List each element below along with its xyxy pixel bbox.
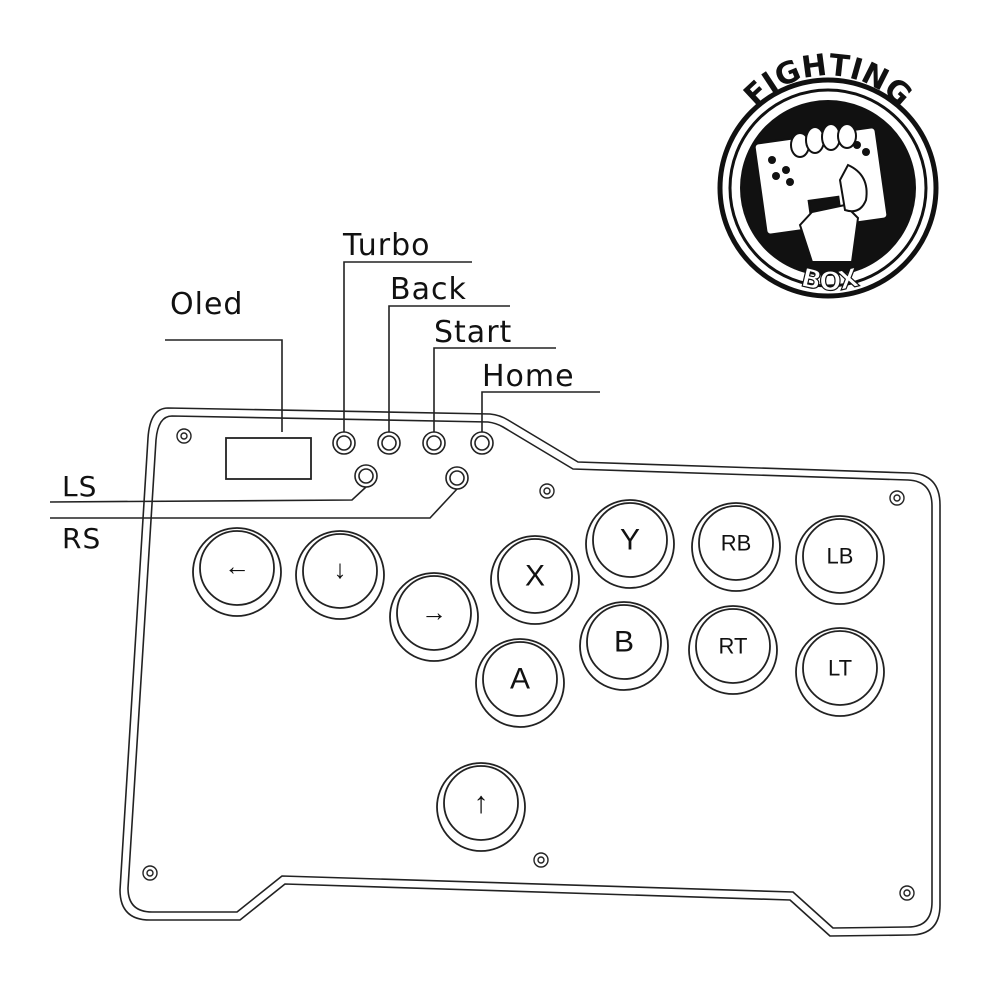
- lt-label: LT: [828, 656, 852, 681]
- lb-label: LB: [827, 544, 854, 569]
- function-buttons: [332, 431, 494, 490]
- turbo-label: Turbo: [342, 228, 431, 263]
- x-label: X: [525, 560, 545, 593]
- fighting-box-logo: FIGHTING BOX: [717, 48, 939, 299]
- rb-button[interactable]: RB: [691, 502, 781, 592]
- down-arrow-label: ↓: [334, 554, 347, 584]
- b-label: B: [614, 626, 634, 659]
- turbo-button[interactable]: [332, 431, 356, 455]
- x-button[interactable]: X: [490, 535, 580, 625]
- callout-lines: [49, 261, 600, 519]
- mounting-screws: [142, 428, 915, 901]
- home-button[interactable]: [470, 431, 494, 455]
- b-button[interactable]: B: [579, 601, 669, 691]
- turbo-leader: [343, 261, 472, 432]
- arcade-buttons: ← ↓ → ↑ X Y A B: [192, 499, 885, 852]
- rt-button[interactable]: RT: [688, 605, 778, 695]
- rb-label: RB: [721, 531, 752, 556]
- ls-label: LS: [62, 470, 97, 503]
- start-button[interactable]: [422, 431, 446, 455]
- screw: [899, 885, 915, 901]
- right-arrow-button[interactable]: →: [389, 572, 479, 662]
- home-leader: [481, 391, 600, 432]
- a-label: A: [510, 663, 530, 696]
- down-arrow-button[interactable]: ↓: [295, 530, 385, 620]
- oled-label: Oled: [170, 287, 243, 322]
- back-leader: [388, 305, 510, 432]
- ls-leader: [49, 486, 367, 503]
- logo-fist-icon: [753, 123, 889, 263]
- screw: [142, 865, 158, 881]
- up-arrow-button[interactable]: ↑: [436, 762, 526, 852]
- lb-button[interactable]: LB: [795, 515, 885, 605]
- a-button[interactable]: A: [475, 638, 565, 728]
- back-button[interactable]: [377, 431, 401, 455]
- y-button[interactable]: Y: [585, 499, 675, 589]
- screw: [533, 852, 549, 868]
- oled-screen: [225, 437, 312, 480]
- rs-label: RS: [62, 522, 101, 555]
- screw: [889, 490, 905, 506]
- screw: [539, 483, 555, 499]
- screw: [176, 428, 192, 444]
- oled-leader: [165, 339, 283, 432]
- left-arrow-label: ←: [224, 551, 250, 581]
- right-arrow-label: →: [421, 597, 447, 627]
- ls-button[interactable]: [354, 464, 378, 488]
- back-label: Back: [390, 272, 467, 307]
- rt-label: RT: [719, 634, 748, 659]
- controller-body: [119, 407, 941, 937]
- logo-bottom-text: BOX: [798, 263, 861, 297]
- rs-leader: [50, 488, 458, 519]
- left-arrow-button[interactable]: ←: [192, 527, 282, 617]
- y-label: Y: [620, 524, 640, 557]
- rs-button[interactable]: [445, 466, 469, 490]
- lt-button[interactable]: LT: [795, 627, 885, 717]
- start-label: Start: [434, 315, 512, 350]
- up-arrow-label: ↑: [474, 787, 489, 820]
- home-label: Home: [482, 359, 575, 394]
- start-leader: [433, 347, 556, 432]
